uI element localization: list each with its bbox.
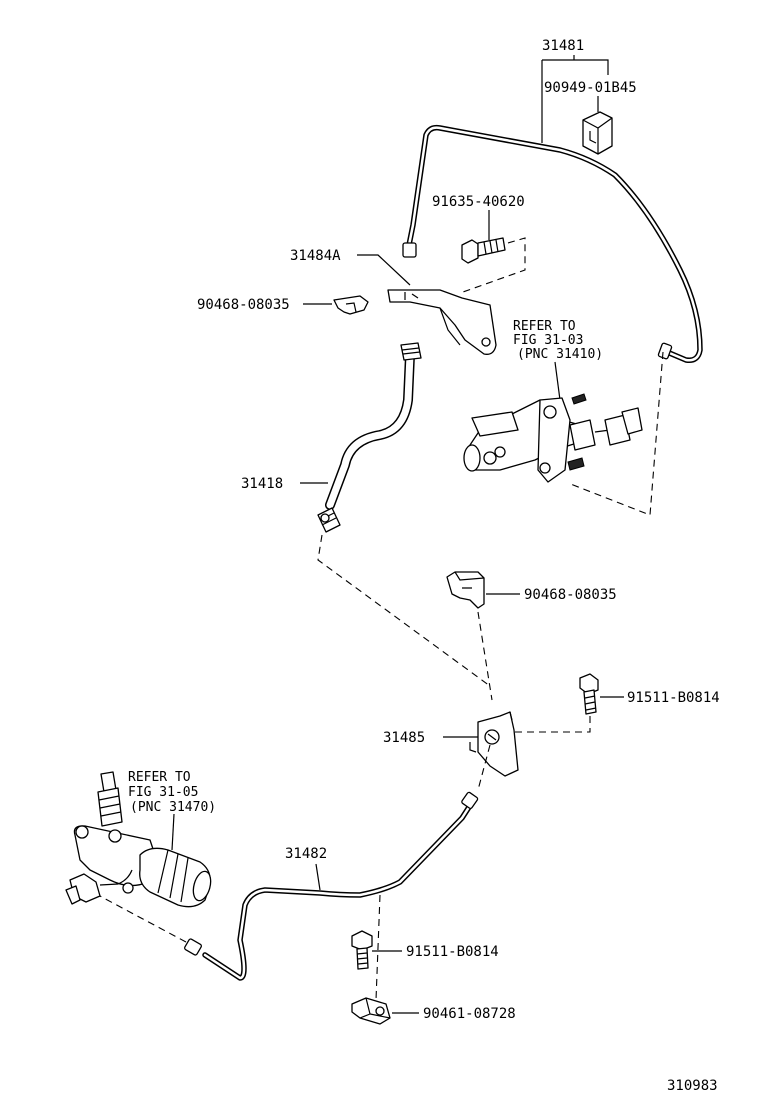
- refer-note-2-line2: FIG 31-05: [128, 785, 198, 800]
- label-91635-40620: 91635-40620: [432, 194, 525, 210]
- label-31482: 31482: [285, 846, 327, 862]
- clamp-90949[interactable]: [582, 111, 613, 155]
- bracket-31485[interactable]: [477, 711, 519, 777]
- clip-90468-middle[interactable]: [446, 571, 485, 609]
- refer-note-1-line3: (PNC 31410): [517, 347, 603, 362]
- refer-note-2-line1: REFER TO: [128, 770, 191, 785]
- clutch-line-31481[interactable]: [402, 124, 703, 364]
- refer-note-1-line1: REFER TO: [513, 319, 576, 334]
- bracket-31484a[interactable]: [387, 289, 497, 355]
- label-90468-08035-middle: 90468-08035: [524, 587, 617, 603]
- label-90468-08035-top: 90468-08035: [197, 297, 290, 313]
- figure-number: 310983: [667, 1078, 718, 1094]
- bolt-91635[interactable]: [461, 237, 506, 264]
- bolt-91511-bottom[interactable]: [351, 930, 373, 970]
- label-31418: 31418: [241, 476, 283, 492]
- label-31485: 31485: [383, 730, 425, 746]
- clamp-90461[interactable]: [351, 997, 391, 1025]
- label-91511-b0814-bottom: 91511-B0814: [406, 944, 499, 960]
- bolt-91511-top[interactable]: [579, 673, 599, 715]
- label-90949-01b45: 90949-01B45: [544, 80, 637, 96]
- refer-note-1-line2: FIG 31-03: [513, 333, 583, 348]
- label-31481: 31481: [542, 38, 584, 54]
- clutch-release-cylinder[interactable]: [65, 771, 214, 908]
- label-31484a: 31484A: [290, 248, 341, 264]
- clutch-master-cylinder[interactable]: [463, 393, 643, 483]
- label-group-31481: 31481 90949-01B45: [541, 38, 637, 143]
- label-91511-b0814-top: 91511-B0814: [627, 690, 720, 706]
- label-90461-08728: 90461-08728: [423, 1006, 516, 1022]
- clutch-line-31482[interactable]: [184, 791, 479, 981]
- refer-note-2-line3: (PNC 31470): [130, 800, 216, 815]
- flexible-hose-31418[interactable]: [317, 342, 422, 533]
- clip-90468-top[interactable]: [333, 295, 369, 315]
